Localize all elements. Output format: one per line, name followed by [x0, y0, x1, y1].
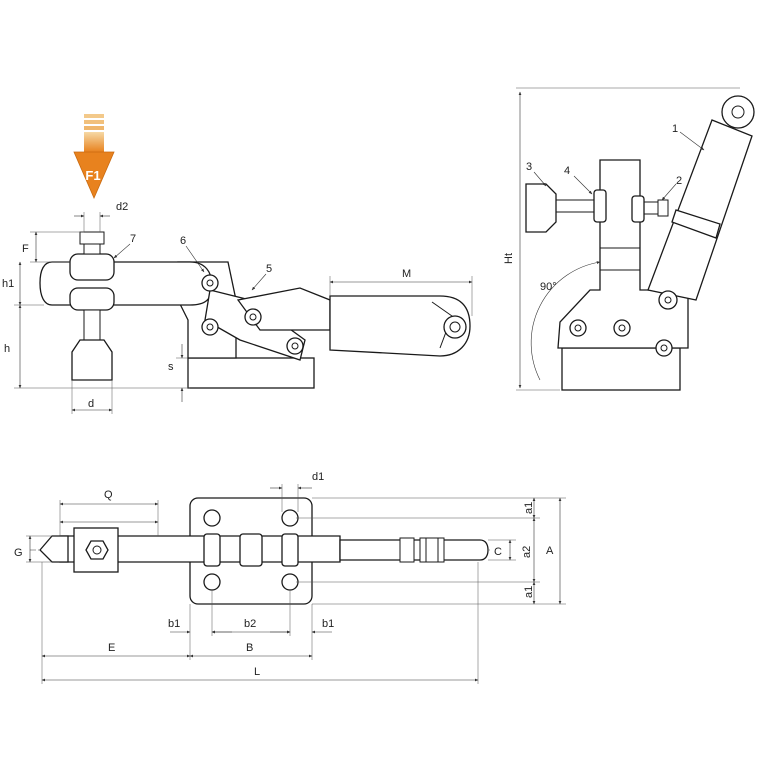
dim-b1-right: b1	[322, 618, 334, 630]
spindle-thread-bottom	[83, 309, 101, 341]
dim-a2: a2	[521, 546, 533, 558]
spindle-nut-top	[79, 231, 105, 245]
spindle-boss-lower	[69, 287, 115, 311]
force-arrow-icon: F1	[73, 114, 115, 200]
dim-M: M	[402, 268, 411, 280]
dim-F: F	[22, 243, 29, 255]
side-pivots	[201, 274, 304, 355]
front-nut	[593, 189, 607, 223]
callout-5: 5	[266, 263, 272, 275]
top-arm-tip	[39, 535, 69, 563]
top-mount-holes	[203, 509, 299, 591]
clamp-arm	[39, 261, 213, 306]
front-pad	[525, 183, 557, 233]
dim-h: h	[4, 343, 10, 355]
dim-L: L	[254, 666, 260, 678]
dim-b2: b2	[244, 618, 256, 630]
dim-b1-left: b1	[168, 618, 180, 630]
callout-6: 6	[180, 235, 186, 247]
callout-2: 2	[676, 175, 682, 187]
callout-3: 3	[526, 161, 532, 173]
callout-7: 7	[130, 233, 136, 245]
dim-d: d	[88, 398, 94, 410]
callout-4: 4	[564, 165, 570, 177]
front-handle-collar	[671, 209, 721, 239]
dim-Q: Q	[104, 489, 113, 501]
dim-B: B	[246, 642, 253, 654]
dim-A: A	[546, 545, 554, 557]
front-handle	[647, 119, 753, 301]
pressure-pad	[71, 339, 113, 381]
dim-a1-bottom: a1	[523, 586, 535, 598]
dim-C: C	[494, 546, 502, 558]
front-body	[557, 159, 689, 349]
dim-G: G	[14, 547, 23, 559]
callout-1: 1	[672, 123, 678, 135]
dim-a1-top: a1	[523, 502, 535, 514]
dim-d2: d2	[116, 201, 128, 213]
front-view: Ht 90° 1 2 3 4	[503, 87, 755, 391]
dim-s: s	[168, 361, 174, 373]
dim-d1: d1	[312, 471, 324, 483]
dim-angle: 90°	[540, 281, 557, 293]
top-view: Q d1 G C a1 a2 a1 A	[14, 471, 566, 684]
side-base-plate	[187, 357, 315, 389]
side-view: d2 F h1 h s d M 7 6 5	[2, 201, 473, 414]
front-pivots	[569, 290, 678, 357]
spindle-boss-upper	[69, 253, 115, 281]
dim-E: E	[108, 642, 115, 654]
dim-Ht: Ht	[503, 253, 515, 264]
dim-h1: h1	[2, 278, 14, 290]
angle-arc	[530, 261, 601, 381]
force-label: F1	[85, 168, 100, 183]
